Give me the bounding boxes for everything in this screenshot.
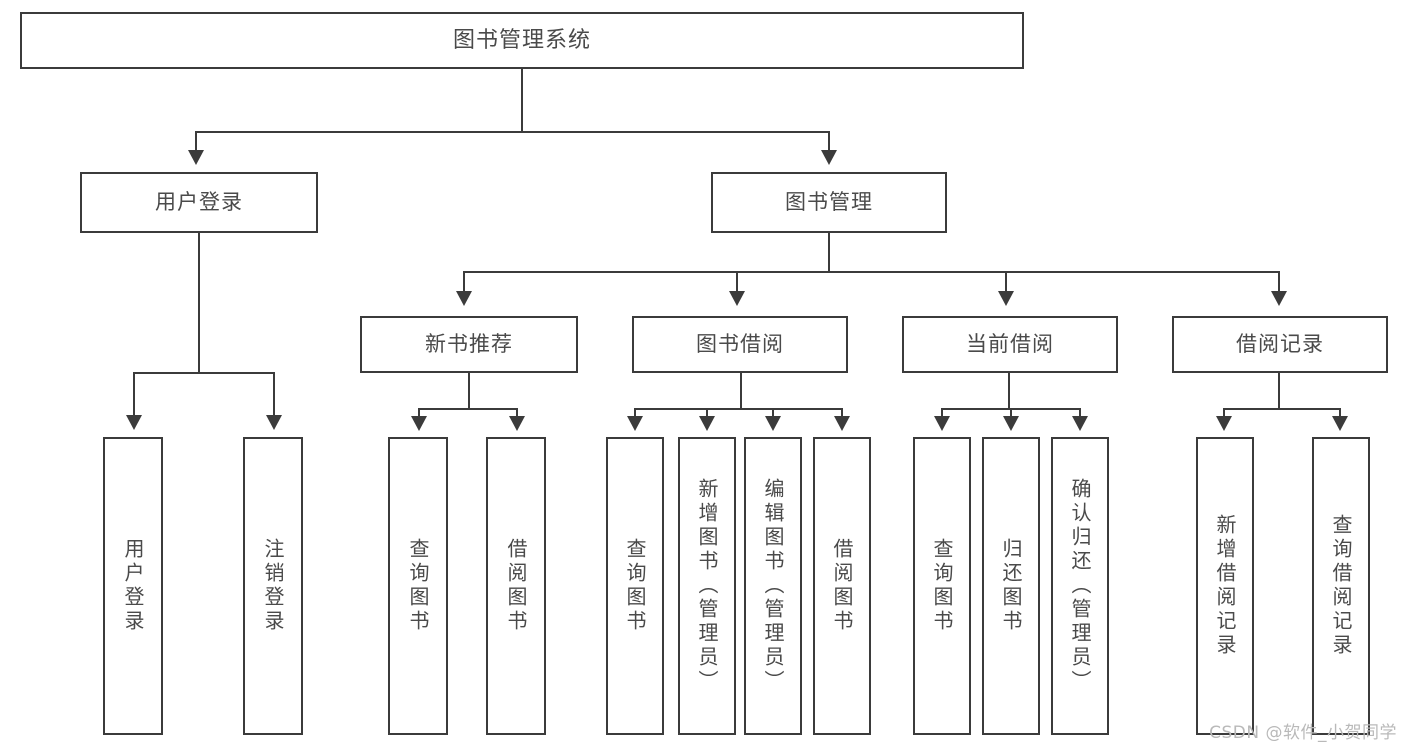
node-label: 新增图书（管理员）	[695, 478, 719, 694]
node-borrow-records[interactable]: 借阅记录	[1172, 316, 1388, 373]
leaf-user-login[interactable]: 用户登录	[103, 437, 163, 735]
arrowhead-borrow-records-leaf-2	[1332, 416, 1348, 431]
leaf-current-borrow-return-book[interactable]: 归还图书	[982, 437, 1040, 735]
arrowhead-to-new-book-recommend	[456, 291, 472, 306]
node-user-login[interactable]: 用户登录	[80, 172, 318, 233]
connector-book-borrow-drop-4	[841, 408, 843, 418]
connector-new-book-drop-1	[418, 408, 420, 418]
connector-user-login-drop-2	[273, 372, 275, 417]
node-label: 图书管理系统	[452, 27, 591, 53]
connector-user-login-stem	[198, 233, 200, 373]
leaf-book-borrow-query-book[interactable]: 查询图书	[606, 437, 664, 735]
connector-book-borrow-drop-3	[772, 408, 774, 418]
arrowhead-to-current-borrow	[998, 291, 1014, 306]
node-label: 当前借阅	[966, 332, 1054, 357]
connector-current-borrow-drop-2	[1010, 408, 1012, 418]
arrowhead-borrow-records-leaf-1	[1216, 416, 1232, 431]
connector-new-book-bus	[418, 408, 518, 410]
arrowhead-user-login-leaf-1	[126, 415, 142, 430]
watermark-text: CSDN @软件_小贺同学	[1209, 723, 1397, 743]
connector-current-borrow-drop-1	[941, 408, 943, 418]
arrowhead-to-user-login	[188, 150, 204, 165]
connector-level3-drop-1	[463, 271, 465, 293]
node-label: 查询图书	[406, 538, 430, 634]
connector-new-book-drop-2	[516, 408, 518, 418]
connector-book-borrow-drop-1	[634, 408, 636, 418]
arrowhead-book-borrow-leaf-4	[834, 416, 850, 431]
connector-book-borrow-stem	[740, 373, 742, 409]
node-label: 图书管理	[785, 190, 873, 215]
connector-book-management-stem	[828, 233, 830, 272]
connector-borrow-records-drop-2	[1339, 408, 1341, 418]
arrowhead-new-book-leaf-1	[411, 416, 427, 431]
node-current-borrow[interactable]: 当前借阅	[902, 316, 1118, 373]
node-label: 注销登录	[261, 538, 285, 634]
leaf-current-borrow-query-book[interactable]: 查询图书	[913, 437, 971, 735]
connector-root-drop-left	[195, 131, 197, 151]
node-root-system[interactable]: 图书管理系统	[20, 12, 1024, 69]
arrowhead-new-book-leaf-2	[509, 416, 525, 431]
connector-borrow-records-stem	[1278, 373, 1280, 409]
connector-current-borrow-stem	[1008, 373, 1010, 409]
connector-level3-drop-3	[1005, 271, 1007, 293]
arrowhead-to-book-borrow	[729, 291, 745, 306]
arrowhead-user-login-leaf-2	[266, 415, 282, 430]
node-book-borrow[interactable]: 图书借阅	[632, 316, 848, 373]
connector-root-drop-right	[828, 131, 830, 151]
node-label: 用户登录	[121, 538, 145, 634]
leaf-logout[interactable]: 注销登录	[243, 437, 303, 735]
leaf-book-borrow-borrow-book[interactable]: 借阅图书	[813, 437, 871, 735]
node-label: 查询借阅记录	[1329, 514, 1353, 658]
arrowhead-to-borrow-records	[1271, 291, 1287, 306]
node-label: 查询图书	[930, 538, 954, 634]
node-label: 新增借阅记录	[1213, 514, 1237, 658]
leaf-query-borrow-record[interactable]: 查询借阅记录	[1312, 437, 1370, 735]
leaf-current-borrow-confirm-return[interactable]: 确认归还（管理员）	[1051, 437, 1109, 735]
node-book-management[interactable]: 图书管理	[711, 172, 947, 233]
arrowhead-current-borrow-leaf-2	[1003, 416, 1019, 431]
arrowhead-current-borrow-leaf-1	[934, 416, 950, 431]
node-label: 新书推荐	[425, 332, 513, 357]
node-label: 归还图书	[999, 538, 1023, 634]
leaf-book-borrow-edit-book[interactable]: 编辑图书（管理员）	[744, 437, 802, 735]
connector-level3-drop-2	[736, 271, 738, 293]
connector-root-bus	[195, 131, 829, 133]
node-label: 图书借阅	[696, 332, 784, 357]
connector-new-book-stem	[468, 373, 470, 409]
connector-borrow-records-bus	[1223, 408, 1341, 410]
connector-level3-bus	[463, 271, 1280, 273]
node-label: 编辑图书（管理员）	[761, 478, 785, 694]
node-label: 借阅图书	[504, 538, 528, 634]
node-new-book-recommend[interactable]: 新书推荐	[360, 316, 578, 373]
connector-root-stem	[521, 69, 523, 132]
node-label: 借阅图书	[830, 538, 854, 634]
connector-book-borrow-drop-2	[706, 408, 708, 418]
connector-book-borrow-bus	[634, 408, 843, 410]
arrowhead-current-borrow-leaf-3	[1072, 416, 1088, 431]
arrowhead-book-borrow-leaf-2	[699, 416, 715, 431]
connector-user-login-drop-1	[133, 372, 135, 417]
node-label: 借阅记录	[1236, 332, 1324, 357]
node-label: 查询图书	[623, 538, 647, 634]
leaf-book-borrow-add-book[interactable]: 新增图书（管理员）	[678, 437, 736, 735]
leaf-new-book-borrow-book[interactable]: 借阅图书	[486, 437, 546, 735]
node-label: 确认归还（管理员）	[1068, 478, 1092, 694]
connector-borrow-records-drop-1	[1223, 408, 1225, 418]
arrowhead-book-borrow-leaf-3	[765, 416, 781, 431]
connector-current-borrow-drop-3	[1079, 408, 1081, 418]
arrowhead-to-book-management	[821, 150, 837, 165]
leaf-add-borrow-record[interactable]: 新增借阅记录	[1196, 437, 1254, 735]
connector-level3-drop-4	[1278, 271, 1280, 293]
node-label: 用户登录	[155, 190, 243, 215]
connector-user-login-bus	[133, 372, 275, 374]
leaf-new-book-query-book[interactable]: 查询图书	[388, 437, 448, 735]
arrowhead-book-borrow-leaf-1	[627, 416, 643, 431]
